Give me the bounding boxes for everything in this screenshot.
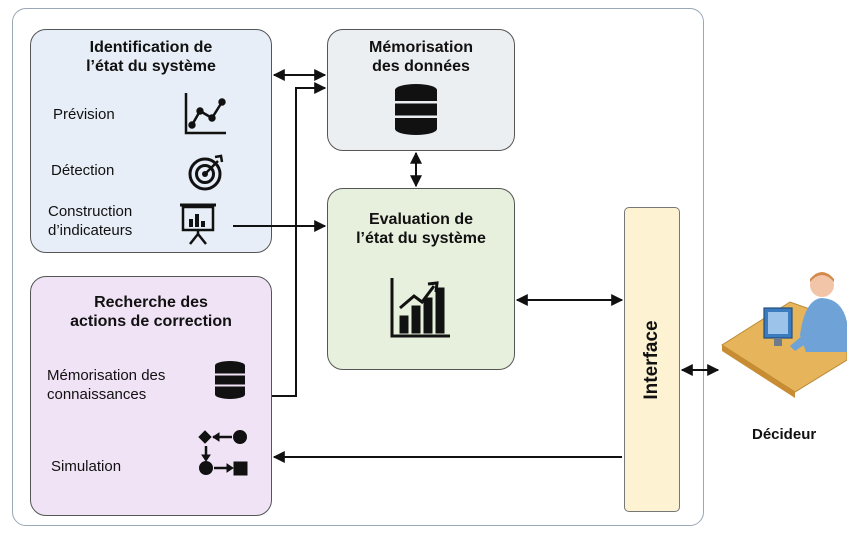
evaluation-title: Evaluation de l’état du système [327, 210, 515, 248]
evaluation-box [327, 188, 515, 370]
memo-connaissances-label: Mémorisation des connaissances [47, 366, 165, 404]
person-at-computer-icon [721, 272, 847, 398]
line-chart-icon [184, 93, 226, 135]
memorisation-title: Mémorisation des données [327, 38, 515, 76]
simulation-label: Simulation [51, 458, 122, 475]
recherche-title-line1: Recherche des [94, 294, 208, 311]
identification-title: Identification de l’état du système [30, 38, 272, 76]
indicateurs-label-line2: d’indicateurs [48, 222, 133, 239]
memorisation-title-line1: Mémorisation [368, 39, 473, 56]
evaluation-title-line2: l’état du système [356, 230, 486, 247]
flow-shapes-icon [198, 430, 248, 476]
presentation-board-icon [180, 203, 216, 245]
indicateurs-label-line1: Construction [48, 203, 133, 220]
detection-label: Détection [51, 162, 115, 179]
memo-connaissances-line2: connaissances [47, 386, 147, 403]
identification-box [30, 29, 272, 253]
recherche-title: Recherche des actions de correction [30, 293, 272, 331]
memorisation-title-line2: des données [372, 58, 470, 75]
database-icon [215, 361, 245, 399]
decideur-label: Décideur [752, 426, 817, 443]
arrow-knowledge-memo [272, 82, 327, 397]
indicateurs-label: Construction d’indicateurs [48, 202, 132, 240]
database-icon [395, 84, 437, 135]
recherche-title-line2: actions de correction [70, 313, 232, 330]
target-icon [188, 154, 224, 191]
interface-box [624, 207, 680, 512]
identification-title-line1: Identification de [89, 39, 213, 56]
memo-connaissances-line1: Mémorisation des [47, 367, 166, 384]
evaluation-title-line1: Evaluation de [368, 211, 474, 228]
prevision-label: Prévision [53, 106, 115, 123]
identification-title-line2: l’état du système [86, 58, 216, 75]
bar-chart-growth-icon [390, 278, 450, 338]
